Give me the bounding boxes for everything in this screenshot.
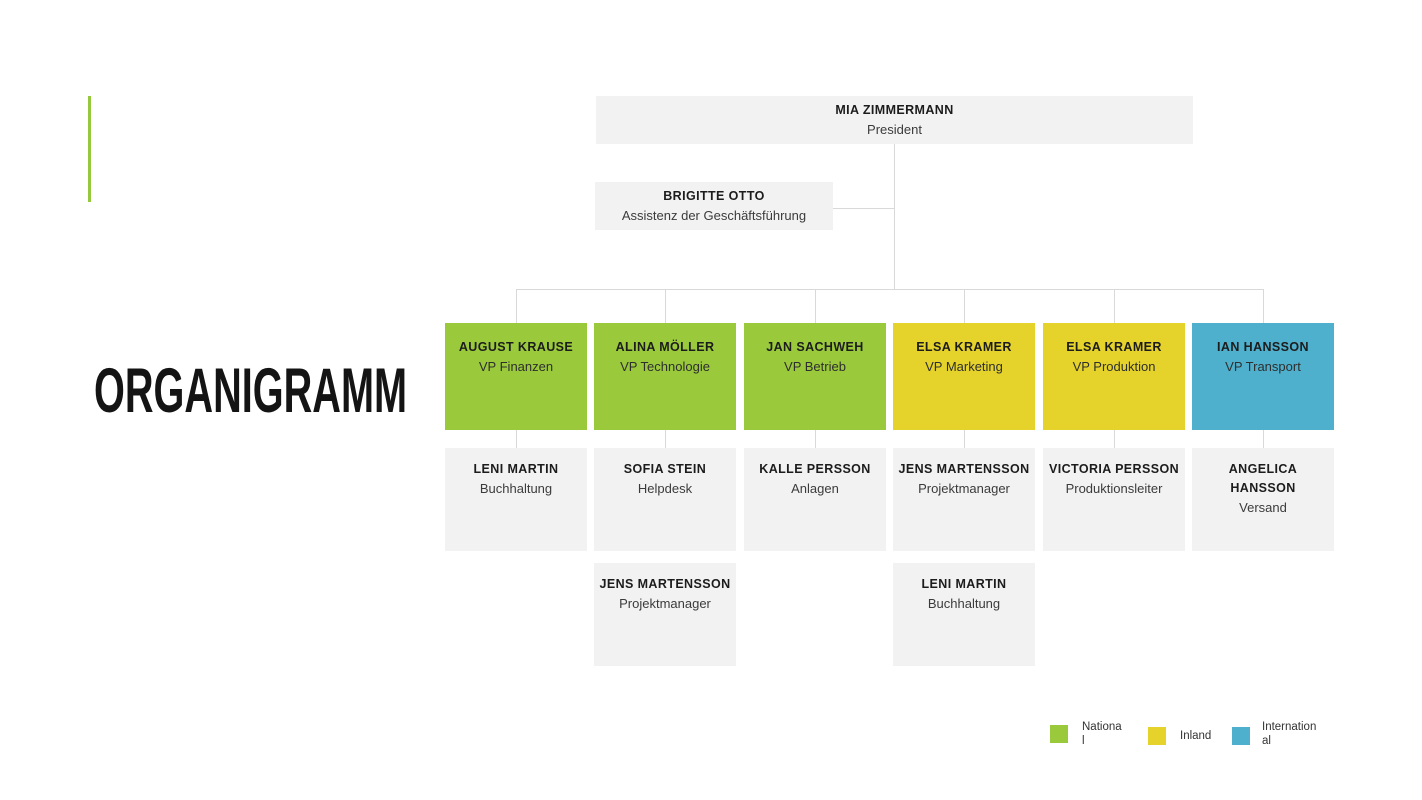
legend-label-national: Nationa l [1082,720,1122,748]
legend-swatch-inland [1148,727,1166,745]
report-node-produktionsleiter: VICTORIA PERSSON Produktionsleiter [1043,448,1185,551]
person-name: ELSA KRAMER [916,340,1012,354]
person-role: Buchhaltung [927,596,1001,611]
person-role: VP Produktion [1072,359,1156,374]
person-name: JENS MARTENSSON [898,462,1030,476]
person-name: LENI MARTIN [921,577,1007,591]
person-name: ALINA MÖLLER [615,340,715,354]
person-role: VP Transport [1225,359,1301,374]
person-role: Buchhaltung [479,481,553,496]
person-role: Versand [1239,500,1287,515]
connector-assistant-horizontal [833,208,894,209]
connector-report-stub-col5 [1114,430,1115,448]
vp-node-marketing: ELSA KRAMER VP Marketing [893,323,1035,430]
person-role: Helpdesk [637,481,693,496]
legend-label-line: Inland [1180,730,1212,742]
report-node-buchhaltung: LENI MARTIN Buchhaltung [445,448,587,551]
connector-report-stub-col6 [1263,430,1264,448]
org-node-assistant: BRIGITTE OTTO Assistenz der Geschäftsfüh… [595,182,833,230]
connector-report-stub-col3 [815,430,816,448]
report2-node-buchhaltung: LENI MARTIN Buchhaltung [893,563,1035,666]
person-role: VP Finanzen [478,359,554,374]
connector-stub-col1 [516,289,517,323]
legend-swatch-international [1232,727,1250,745]
person-name: SOFIA STEIN [623,462,707,476]
legend: Nationa l Inland Internation al [1040,715,1360,760]
report-node-versand: ANGELICA HANSSON Versand [1192,448,1334,551]
person-name: BRIGITTE OTTO [663,189,765,203]
report-node-projektmanager: JENS MARTENSSON Projektmanager [893,448,1035,551]
legend-label-line: l [1082,735,1085,747]
person-role: President [867,122,922,137]
connector-stub-col5 [1114,289,1115,323]
connector-report-stub-col1 [516,430,517,448]
report-node-anlagen: KALLE PERSSON Anlagen [744,448,886,551]
person-name: ANGELICA HANSSON [1228,462,1298,495]
accent-bar [88,96,91,202]
connector-president-vertical [894,144,895,289]
person-name: AUGUST KRAUSE [458,340,574,354]
legend-label-line: Internation [1262,721,1317,733]
legend-label-line: al [1262,735,1271,747]
vp-node-transport: IAN HANSSON VP Transport [1192,323,1334,430]
person-role: Produktionsleiter [1065,481,1163,496]
person-role: VP Technologie [620,359,710,374]
connector-report-stub-col4 [964,430,965,448]
person-name: ELSA KRAMER [1066,340,1162,354]
person-name: JAN SACHWEH [766,340,864,354]
connector-bus-horizontal [516,289,1263,290]
person-role: Projektmanager [918,481,1010,496]
connector-stub-col3 [815,289,816,323]
legend-swatch-national [1050,725,1068,743]
legend-label-line: Nationa [1082,721,1122,733]
report-node-helpdesk: SOFIA STEIN Helpdesk [594,448,736,551]
person-name: KALLE PERSSON [759,462,871,476]
person-role: Anlagen [791,481,839,496]
person-role: VP Marketing [925,359,1003,374]
page-title: ORGANIGRAMM [94,356,408,426]
legend-label-international: Internation al [1262,720,1316,748]
connector-report-stub-col2 [665,430,666,448]
person-role: VP Betrieb [784,359,846,374]
legend-label-inland: Inland [1180,729,1211,743]
vp-node-technologie: ALINA MÖLLER VP Technologie [594,323,736,430]
person-name: LENI MARTIN [473,462,559,476]
vp-node-betrieb: JAN SACHWEH VP Betrieb [744,323,886,430]
person-name: JENS MARTENSSON [599,577,731,591]
person-name: MIA ZIMMERMANN [835,103,954,117]
vp-node-finanzen: AUGUST KRAUSE VP Finanzen [445,323,587,430]
person-role: Assistenz der Geschäftsführung [621,208,807,223]
report2-node-projektmanager: JENS MARTENSSON Projektmanager [594,563,736,666]
person-name: VICTORIA PERSSON [1048,462,1180,476]
vp-node-produktion: ELSA KRAMER VP Produktion [1043,323,1185,430]
connector-stub-col2 [665,289,666,323]
connector-stub-col6 [1263,289,1264,323]
connector-stub-col4 [964,289,965,323]
person-name: IAN HANSSON [1217,340,1309,354]
org-node-president: MIA ZIMMERMANN President [596,96,1193,144]
person-role: Projektmanager [619,596,711,611]
